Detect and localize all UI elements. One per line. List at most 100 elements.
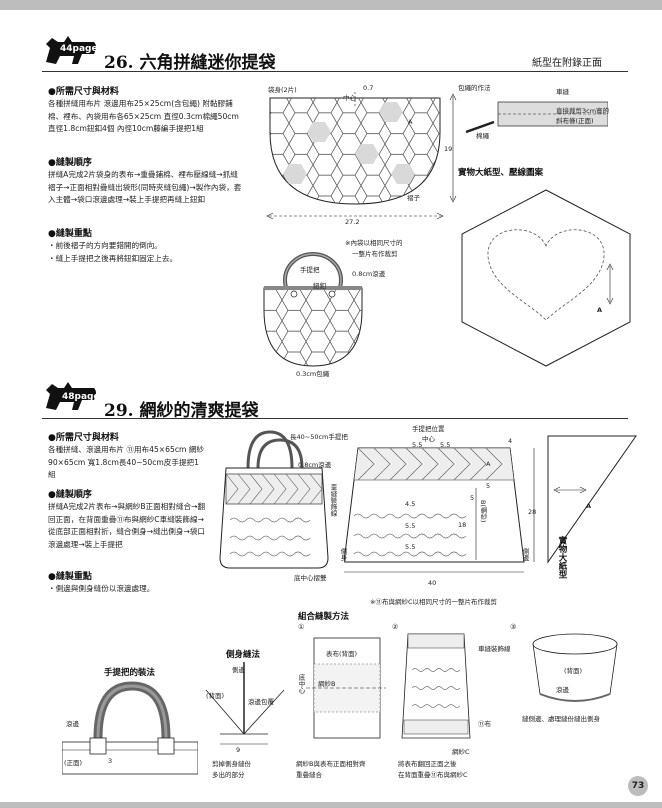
pattern-A-label: A: [597, 306, 603, 314]
steps-text: 拼縫A完成2片表布→與網紗B正面相對縫合→翻回正面，在背面重疊⑪布與網紗C車縫裝…: [48, 502, 206, 549]
points-heading: ●縫製重點: [48, 229, 92, 239]
assembly-heading: 組合縫製方法: [298, 612, 350, 622]
materials-text: 各種拼縫、滾邊用布片 ⑪用布45×65cm 網紗90×65cm 寬1.8cm長4…: [48, 445, 204, 479]
divider: [42, 418, 628, 419]
materials-heading: ●所需尺寸與材料: [48, 433, 119, 443]
section-title: 29. 網紗的清爽提袋: [104, 401, 259, 421]
steps-text: 拼縫A完成2片袋身的表布→重疊鋪棉、裡布壓線縫→抓縫褶子→正面相對疊縫出袋形(同…: [48, 170, 242, 204]
dim-arrow-icon: [449, 93, 457, 203]
net-C-label: 網紗C: [452, 748, 470, 756]
bias-tape-label: 斜布條(正面): [556, 117, 594, 125]
dim-label: 0.7: [363, 84, 374, 92]
step-number: ③: [510, 623, 517, 631]
bag-body-diagram: [269, 92, 441, 205]
handle-method-diagram: [62, 681, 198, 775]
gusset-caption: 多出的部分: [212, 771, 245, 779]
machine-sew-label: 車縫: [556, 88, 569, 96]
cord-label: 棉繩: [476, 132, 489, 140]
gusset-caption: 剪掉側身縫份: [212, 760, 251, 768]
side-label: 側邊: [232, 666, 245, 674]
bag-pattern-diagram: [344, 447, 535, 573]
steps-heading: ●縫製順序: [48, 490, 92, 500]
materials-heading: ●所需尺寸與材料: [48, 87, 119, 97]
triangle-pattern-diagram: [547, 435, 637, 564]
deco-stitch-label: 車縫裝飾線: [478, 645, 511, 653]
dog-badge-icon: [46, 382, 96, 410]
step1-caption: 網紗B與表布正面相對齊: [296, 760, 366, 768]
button-label: 鈕釦: [313, 282, 326, 290]
divider: [42, 71, 628, 72]
point-item: ・縫上手提把之後再將鈕釦固定上去。: [48, 254, 178, 263]
step3-caption: 縫側邊、處理縫份縫出側身: [522, 715, 600, 723]
side-gusset-label: 側身: [339, 548, 347, 561]
step-number: ①: [298, 623, 305, 631]
dim-label: 4: [508, 437, 513, 445]
binding-label: 0.8cm滾邊: [352, 270, 386, 278]
bias-tape-label: 直接裁剪3cm寬的: [556, 107, 610, 115]
step2-caption: 將表布翻回正面之後: [398, 760, 457, 768]
gusset-method-title: 側身縫法: [226, 650, 261, 660]
top-bar: [0, 0, 662, 10]
net-B-label: B(網紗): [479, 500, 487, 523]
dim-label: 5: [486, 482, 491, 490]
dim-label: 4.5: [405, 500, 416, 508]
binding-label: 滾邊: [66, 720, 79, 728]
piping-method-diagram: [465, 101, 608, 134]
back-label: (背面): [564, 667, 583, 675]
pattern-A-label: A: [586, 502, 592, 510]
binding-label: 滾邊: [556, 686, 569, 694]
binding-wrap-label: 滾邊包覆: [248, 698, 274, 706]
dim-label: 19: [444, 145, 453, 153]
pattern-location: 紙型在附錄正面: [532, 58, 602, 69]
handle-length-label: 長40~50cm手提把: [290, 433, 348, 441]
fabric-11-label: ⑪布: [478, 720, 491, 728]
step-number: ②: [392, 623, 399, 631]
dim-label: 40: [428, 579, 437, 587]
bottom-bar: [0, 802, 662, 808]
steps-heading: ●縫製順序: [48, 158, 92, 168]
bag-body-label: 袋身(2片): [268, 86, 297, 94]
section-title: 26. 六角拼縫迷你提袋: [104, 53, 276, 73]
step1-caption: 重疊縫合: [296, 771, 322, 779]
piping-label: 0.3cm包繩: [296, 370, 330, 378]
lining-note: 一整片布作裁剪: [352, 250, 398, 258]
pattern-label: 實物大紙型: [557, 536, 567, 579]
pattern-title: 實物大紙型、壓線圖案: [458, 168, 544, 178]
hex-A-label: A: [408, 118, 413, 126]
dog-badge-icon: [46, 36, 96, 64]
handle-method-title: 手提把的裝法: [104, 668, 156, 678]
points-heading: ●縫製重點: [48, 572, 92, 582]
dim-label: 27.2: [345, 218, 360, 226]
assembly-step1-diagram: [306, 637, 386, 739]
page-badge: 48page: [62, 392, 100, 402]
point-item: ・前後褶子的方向要錯開的倒向。: [48, 241, 162, 250]
center-label: 中心: [343, 94, 356, 102]
finished-bag-diagram: [263, 252, 363, 367]
dim-label: 18: [458, 521, 467, 529]
lining-note: ※內袋以相同尺寸的: [345, 239, 403, 247]
step2-caption: 在背面重疊⑪布與網紗C: [398, 771, 468, 779]
dim-label: 9: [236, 746, 241, 754]
dim-label: 5.5: [412, 441, 423, 449]
net-B-label: 網紗B: [318, 680, 336, 688]
dim-label: 5.5: [440, 441, 451, 449]
dim-label: 28: [528, 508, 537, 516]
center-label: 中心: [422, 435, 435, 443]
point-item: ・側邊與側身縫份以滾邊處理。: [48, 584, 155, 593]
dim-label: 5: [470, 494, 475, 502]
bottom-center-label: 底中心摺雙: [294, 574, 327, 582]
deco-stitch-label: 車縫裝飾線: [329, 484, 337, 517]
front-label: (正面): [64, 759, 83, 767]
binding-label: 0.8cm滾邊: [298, 461, 332, 469]
handle-label: 手提把: [300, 266, 320, 274]
outer-back-label: 表布(背面): [326, 650, 358, 658]
tote-bag-diagram: [219, 430, 329, 569]
heart-pattern-diagram: [461, 189, 631, 367]
assembly-step2-diagram: [401, 633, 471, 739]
page-badge: 44page: [60, 44, 98, 54]
dim-arrow-icon: [266, 212, 444, 220]
gusset-method-diagram: [205, 662, 285, 745]
back-label: (背面): [206, 692, 225, 700]
side-binding-label: 側邊: [521, 548, 529, 561]
materials-text: 各種拼縫用布片 滾邊用布25×25cm(含包繩) 附黏膠鋪棉、裡布、內袋用布各6…: [48, 99, 239, 133]
